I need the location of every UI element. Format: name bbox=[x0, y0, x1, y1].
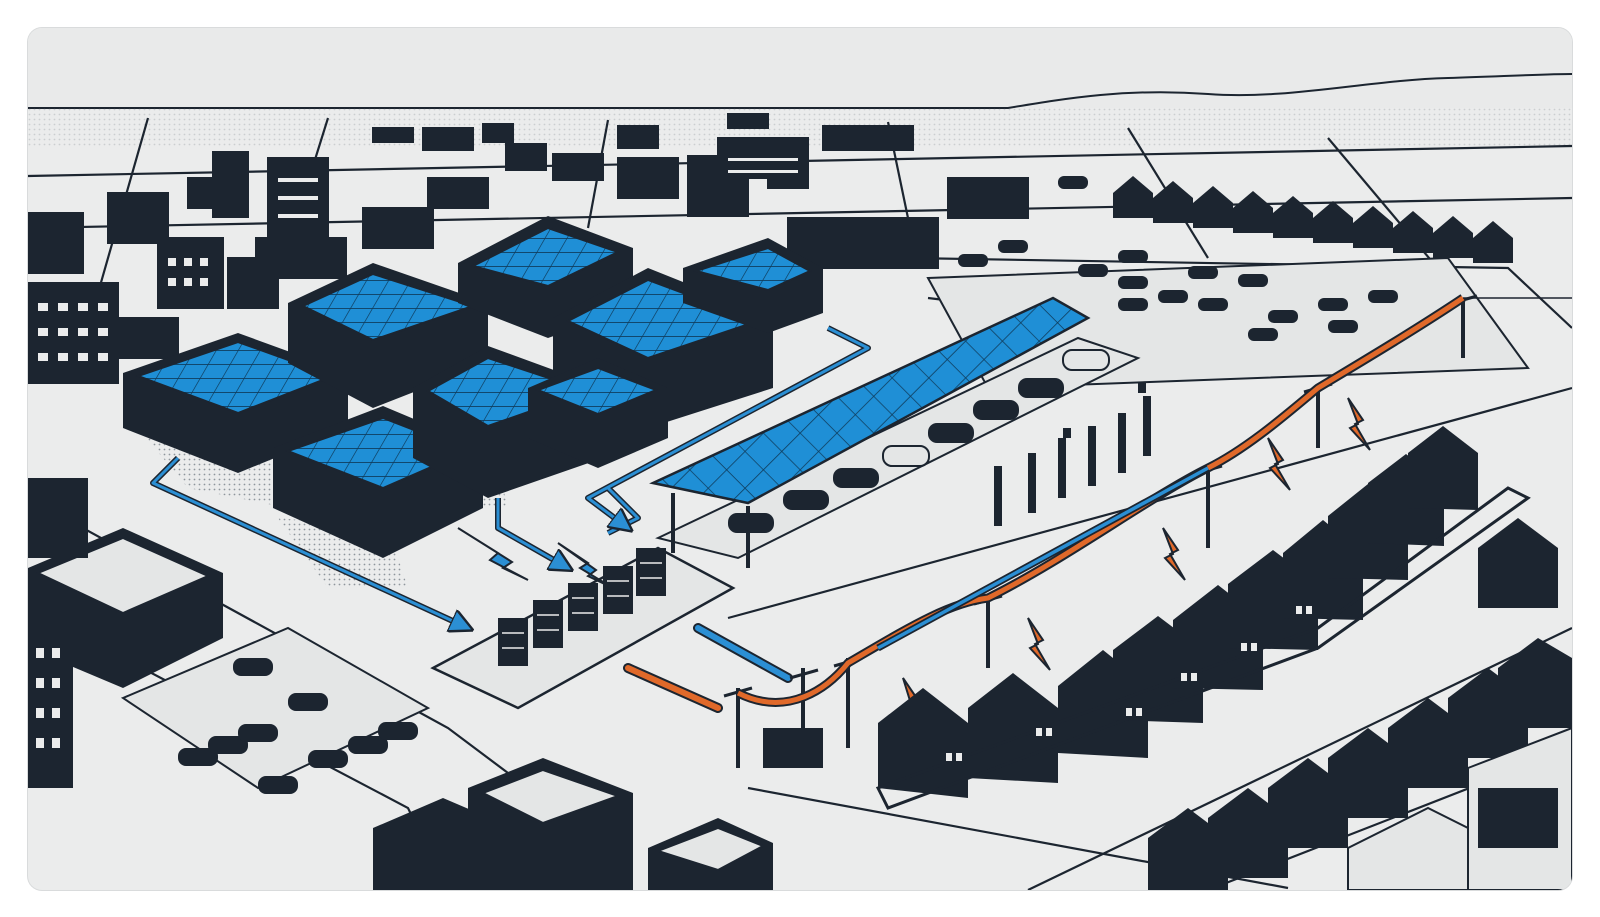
downtown-buildings bbox=[28, 113, 1029, 384]
solar-building-8 bbox=[528, 358, 668, 468]
illustration-frame bbox=[28, 28, 1572, 890]
house-windows bbox=[946, 606, 1312, 761]
solar-building-7 bbox=[683, 238, 823, 333]
lightning-bolt-icon-group bbox=[457, 527, 614, 589]
horizon bbox=[28, 28, 1572, 148]
solar-building-1 bbox=[123, 333, 348, 473]
solar-building-2 bbox=[288, 263, 488, 408]
left-block bbox=[28, 478, 223, 788]
solar-roof-building-icon-group bbox=[123, 216, 823, 588]
window-details bbox=[38, 158, 798, 361]
ev-charger-icon-group bbox=[994, 383, 1151, 526]
parking-lot-south bbox=[120, 626, 431, 794]
house-row-main bbox=[875, 426, 1531, 810]
microgrid-illustration bbox=[28, 28, 1572, 890]
solar-carport-icon bbox=[649, 296, 1141, 568]
two-way-arrow-icon-group bbox=[623, 623, 793, 713]
house-row-south bbox=[1148, 518, 1572, 890]
foreground-buildings bbox=[373, 758, 1469, 890]
battery-storage-icon bbox=[430, 546, 736, 710]
power-lines bbox=[735, 294, 1572, 707]
house-bolts bbox=[901, 397, 1371, 734]
house-row-north bbox=[1113, 176, 1513, 263]
